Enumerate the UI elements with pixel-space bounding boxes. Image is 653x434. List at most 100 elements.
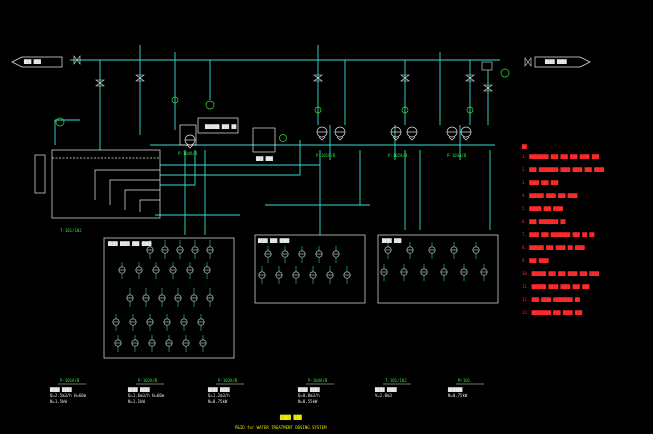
pump-icon [406, 126, 418, 141]
pump-tag-3: P-103A/B [447, 153, 467, 158]
tank-internal-3 [124, 189, 160, 210]
instrument-bubble-icon [129, 314, 137, 331]
instrument-bubble-icon [114, 335, 122, 352]
mixer-box [197, 117, 239, 134]
pump2-gauge-icon [401, 106, 409, 114]
pump-icon [184, 134, 196, 149]
legend-tag: P-102A/B [138, 378, 158, 383]
riser-gauge-icon [171, 96, 179, 104]
valve-icon [95, 79, 105, 87]
equipment-group [11, 56, 591, 359]
instrument-bubble-icon [176, 240, 184, 259]
instrument-bubble-icon [480, 264, 488, 281]
level-gauge [34, 154, 46, 194]
instrument-bubble-icon [298, 246, 306, 263]
legend-item: P-104A/B████ ████Q=0.8m3/hN=0.55kW [297, 378, 334, 404]
panel-title-1: ████ ████ ███ ████ [107, 241, 152, 246]
panel-title-3: ████ ███ [381, 238, 402, 243]
pump-icon [446, 126, 458, 141]
legend-tag: P-104A/B [308, 378, 328, 383]
instrument-bubble-icon [158, 288, 166, 307]
instrument-bubble-icon [152, 262, 160, 279]
valves [73, 55, 532, 92]
legend-line: ████ ████ [297, 387, 320, 392]
valve-icon [465, 74, 475, 82]
instrument-bubble-icon [131, 335, 139, 352]
level-transmitter-icon [55, 117, 65, 127]
instrument-bubble-icon [169, 262, 177, 279]
mixer-1 [179, 124, 197, 146]
legend-line: Q=1.2m3/h [208, 393, 230, 398]
note-line: 13. ████████ ███ ████ ███ [522, 310, 583, 315]
legend-line: Q=1.6m3/h H=60m [128, 393, 165, 398]
tank-internal-4 [139, 199, 160, 212]
tank-internal-2 [109, 179, 160, 205]
note-line: 2. ███ ████████ ████ ████ ███ ████ [522, 167, 604, 172]
instrument-bubble-icon [258, 266, 266, 284]
instrument-bubble-icon [406, 242, 414, 259]
instrument-bubble-icon [146, 314, 154, 331]
pump-tag-4: P-104A/B [178, 151, 198, 156]
instrument-bubble-icon [460, 264, 468, 281]
pump-icon [316, 126, 328, 141]
note-line: 4. ██████ ████ ███ ████ [522, 193, 578, 198]
instrument-bubble-icon [199, 335, 207, 352]
instrument-bubble-icon [428, 242, 436, 259]
equipment-label-2: ███ ███ [255, 156, 273, 161]
notes-block: ██: 1. ████████ ███ ███ ███ ████ ███ 2. █… [521, 144, 604, 315]
note-line: 3. ████ ███ ███ [522, 180, 559, 185]
note-line: 10. ██████ ███ ███ ████ ███ ████ [522, 271, 600, 276]
inlet-arrow [11, 56, 63, 68]
legend-tag: T-101/102 [385, 378, 407, 383]
note-line: 12. ███ ████ ████████ ██ [522, 297, 580, 302]
storage-tank [51, 149, 161, 219]
instrument-bubble-icon [206, 288, 214, 307]
legend-line: N=0.75kW [208, 399, 228, 404]
outlet-label: ████ ████ [544, 59, 567, 64]
drawing-title: ████ ███ [279, 414, 302, 421]
instrument-bubble-icon [292, 266, 300, 284]
legend-tag: P-101A/B [60, 378, 80, 383]
instrument-bubble-icon [264, 246, 272, 263]
instrument-bubble-icon [384, 242, 392, 259]
valve-icon [483, 84, 493, 92]
valve-icon [135, 74, 145, 82]
legend-tag: M-101 [458, 378, 471, 383]
instrument-bubble-icon [142, 288, 150, 307]
legend-line: N=1.5kW [50, 399, 67, 404]
valve-icon [400, 74, 410, 82]
pressure-indicator-icon [500, 68, 510, 78]
instrument-bubble-icon [326, 266, 334, 284]
instrument-bubble-icon [180, 314, 188, 331]
legend-line: N=0.55kW [298, 399, 318, 404]
instrument-bubble-icon [309, 266, 317, 284]
instrument-bubble-icon [182, 335, 190, 352]
instrument-panel-2 [254, 234, 366, 304]
instrument-bubble-icon [197, 314, 205, 331]
legend-item: M-101██████N=0.75kW [447, 378, 484, 398]
inlet-label: ███ ███ [23, 59, 41, 64]
note-line: 6. ███ ████████ ██ [522, 219, 566, 224]
pump-tag-1: P-101A/B [316, 153, 336, 158]
panel-title-2: ████ ███ ████ [257, 238, 290, 243]
pump-icon [390, 126, 402, 141]
note-line: 1. ████████ ███ ███ ███ ████ ███ [522, 154, 600, 159]
instrument-panel-1 [103, 237, 235, 359]
filter-icon [481, 61, 493, 71]
equipment-legend: P-101A/B████ ████Q=2.5m3/h H=60mN=1.5kWP… [49, 378, 484, 404]
instrument-panel-3 [377, 234, 499, 304]
pump-tag-2: P-102A/B [388, 153, 408, 158]
instrument-bubble-icon [161, 240, 169, 259]
legend-tag: P-103A/B [218, 378, 238, 383]
notes-heading: ██: [521, 144, 529, 149]
legend-item: T-101/102████ ████V=2.0m3 [374, 378, 411, 398]
instrument-bubble-icon [343, 266, 351, 284]
instrument-bubble-icon [112, 314, 120, 331]
instrument-bubble-icon [472, 242, 480, 259]
pump-icon [460, 126, 472, 141]
pump-set [184, 126, 472, 149]
legend-line: V=2.0m3 [375, 393, 392, 398]
